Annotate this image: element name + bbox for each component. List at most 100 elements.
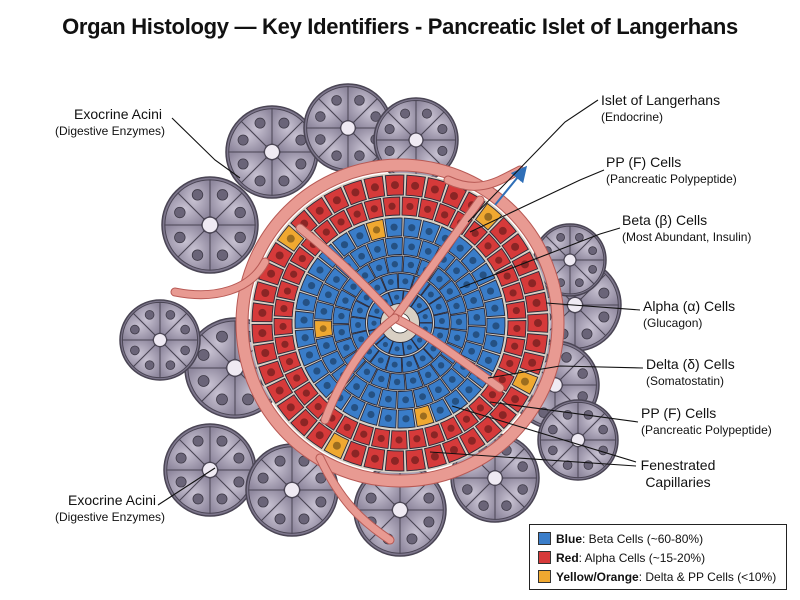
cell-nucleus [343,423,351,432]
beta-cell [476,349,501,373]
alpha-cell [276,280,299,302]
alpha-cell [519,351,545,376]
cell-nucleus [355,321,362,328]
beta-cell [418,220,441,244]
cell-nucleus [258,329,267,338]
label-delta-sub: (Somatostatin) [646,374,724,388]
acinar-lumen [264,144,280,160]
cell-nucleus [377,357,384,364]
beta-cell [315,335,338,357]
capillary-vessels-group [170,165,528,545]
cell-nucleus [430,345,437,352]
cell-nucleus [315,206,324,215]
acinar-nucleus [354,95,365,106]
acinar-nucleus [234,206,246,219]
acinar-nucleus [581,328,593,340]
cell-nucleus [275,386,284,395]
legend-key-red: Red [556,550,579,565]
beta-cell [380,273,399,292]
cell-nucleus [467,436,476,445]
beta-cell [403,217,422,239]
cell-nucleus [402,278,409,285]
acinar-nucleus [191,249,204,261]
cell-nucleus [313,367,321,375]
acinar-nucleus [501,500,512,511]
cell-nucleus [314,403,322,411]
beta-cell [335,337,358,359]
beta-cell [470,262,496,287]
cell-nucleus [342,297,349,304]
blood-flow-arrow [494,165,528,206]
cell-nucleus [528,358,537,367]
acinar-nucleus [384,145,395,156]
alpha-cell [363,175,386,200]
exocrine-acini-group [119,83,622,557]
alpha-cell [363,197,384,221]
cell-nucleus [390,456,399,465]
beta-cell [294,328,316,349]
acinar-nucleus [192,493,204,505]
cell-nucleus [351,188,360,197]
acinar-lumen [153,333,167,347]
acinar-nucleus [517,484,528,495]
alpha-cell [266,377,294,405]
capillary-ring [236,159,564,487]
acinar-nucleus [175,476,187,488]
cell-nucleus [473,313,481,321]
acinar-lumen [340,120,356,136]
cell-nucleus [402,396,410,404]
cell-nucleus [368,391,376,399]
acinar-nucleus [216,435,228,447]
cell-nucleus [455,318,463,326]
beta-cell [485,317,506,336]
cell-nucleus [503,272,511,280]
cell-nucleus [351,449,360,458]
leader-acini-top [171,117,241,179]
beta-cell [347,223,371,248]
alpha-cell [384,449,405,472]
acinar-nucleus [548,445,558,456]
label-beta: Beta (β) Cells [622,212,707,228]
alpha-cell [251,323,274,344]
cell-nucleus [453,302,460,310]
legend-swatch-blue [538,532,551,545]
acinus-7 [163,423,257,517]
acinar-nucleus [165,310,176,320]
leader-capillaries-a [451,405,637,463]
cell-nucleus [290,270,298,278]
cell-nucleus [430,431,438,439]
label-islet: Islet of Langerhans [601,92,720,108]
beta-cell [350,316,367,334]
cell-nucleus [281,340,289,348]
beta-cell [412,385,434,408]
cell-nucleus [453,267,460,275]
cell-nucleus [385,395,392,403]
alpha-cell [463,220,488,246]
alpha-cell [501,233,529,260]
cell-nucleus [488,391,497,399]
cell-nucleus [343,344,350,351]
acinus-0 [161,176,259,274]
cell-nucleus [322,228,330,236]
cell-nucleus [448,376,456,383]
cell-nucleus [479,271,487,279]
capillary-ring-edge-inner [247,170,553,476]
acinar-nucleus [165,360,176,370]
cell-nucleus [469,256,477,265]
cell-nucleus [453,334,461,342]
acinar-lumen [284,482,300,498]
cell-nucleus [300,316,308,324]
beta-cell [366,238,388,261]
cell-nucleus [322,342,330,349]
acinar-nucleus [331,95,342,106]
capillary-vessel [316,454,394,544]
leader-delta [487,365,644,379]
beta-cell [321,350,346,374]
cell-nucleus [300,418,309,427]
alpha-cell [423,443,447,469]
alpha-cell [511,251,539,277]
beta-cell [387,372,406,391]
beta-cell [350,300,370,319]
cell-nucleus [471,229,479,237]
